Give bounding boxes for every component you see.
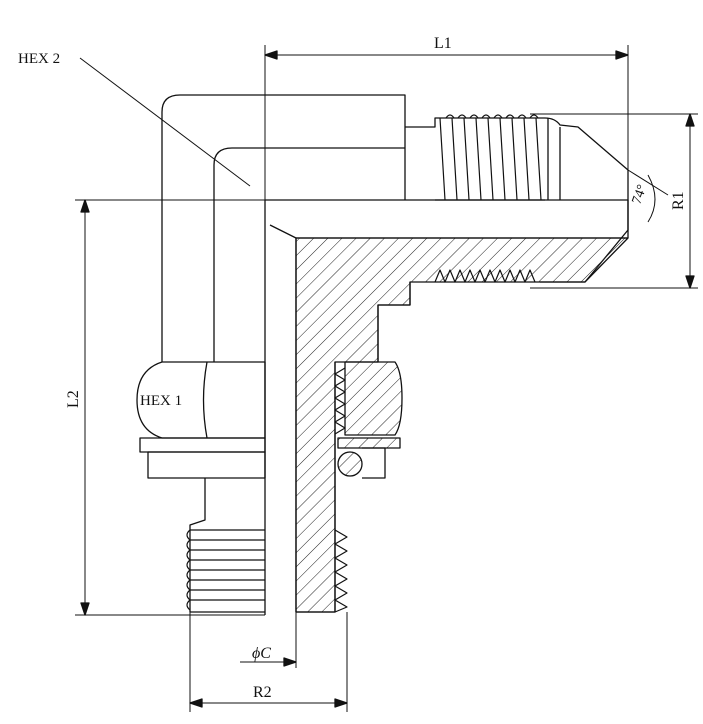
hex1-flat-line	[202, 361, 208, 439]
locknut-section	[344, 361, 403, 436]
r1-label: R1	[670, 191, 687, 210]
lower-thread-teeth-right	[334, 529, 348, 613]
r2-arrow-left	[189, 698, 203, 708]
diameter-label: ϕC	[252, 645, 271, 662]
hex2-inner-face	[213, 147, 405, 362]
angle-arc	[647, 174, 656, 223]
l2-arrow-bottom	[80, 602, 90, 616]
lower-stud-thread	[186, 529, 265, 611]
l1-arrow-right	[615, 50, 629, 60]
lower-stud-outline	[189, 478, 265, 613]
l2-arrow-top	[80, 199, 90, 213]
section-inner-bore	[269, 224, 297, 239]
r2-arrow-right	[334, 698, 348, 708]
hex2-leader-line	[79, 57, 251, 187]
hex2-body-outline	[161, 94, 406, 362]
angle-label: 74°	[630, 183, 651, 207]
washer-left-2	[147, 451, 266, 479]
r1-arrow-top	[685, 113, 695, 127]
r2-label: R2	[253, 684, 272, 701]
top-thread-crests	[439, 114, 542, 201]
locknut-thread-teeth	[334, 367, 346, 435]
r1-arrow-bottom	[685, 275, 695, 289]
hex2-label: HEX 2	[18, 51, 60, 67]
l1-arrow-left	[264, 50, 278, 60]
diameter-arrow	[283, 657, 297, 667]
washer-section	[337, 437, 401, 449]
o-ring-section	[337, 451, 363, 477]
top-hatch-thread-bottom	[434, 269, 536, 283]
backup-ring-section	[362, 447, 386, 479]
angle-extension	[627, 169, 669, 196]
washer-left	[139, 437, 266, 453]
l2-label: L2	[65, 390, 82, 408]
hex1-label: HEX 1	[140, 393, 182, 409]
l1-label: L1	[434, 35, 452, 52]
